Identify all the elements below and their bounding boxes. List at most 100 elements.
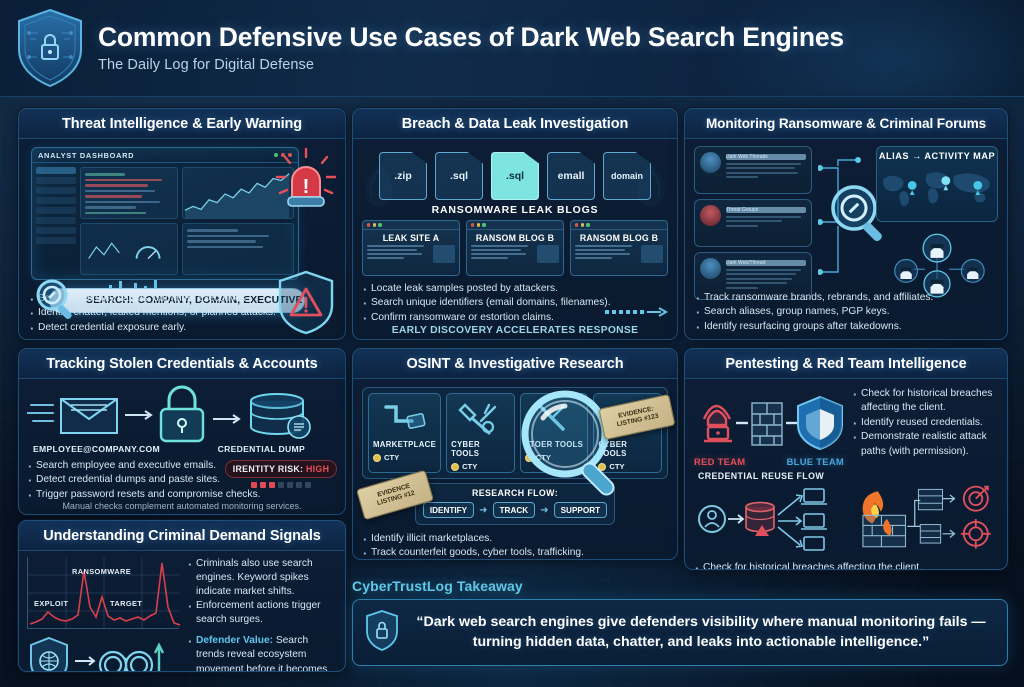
tool-icon — [373, 398, 436, 440]
listing-badge: CTY — [524, 453, 584, 462]
panel-body: RED TEAM BLUE TEAM Check for historical … — [685, 379, 1007, 569]
panel-header: Pentesting & Red Team Intelligence — [685, 349, 1007, 379]
envelope-icon — [60, 398, 118, 434]
risk-level-dots — [225, 482, 337, 488]
panel-body: EXPLOIT RANSOMWARE TARGET — [19, 551, 345, 671]
file-chip[interactable]: domain — [603, 152, 651, 200]
dashboard-detail-table — [181, 223, 294, 275]
panel-body: ANALYST DASHBOARD — [19, 139, 345, 339]
listing-card[interactable]: MARKETPLACE CTY — [368, 393, 442, 473]
panel-body: .zip .sql .sql emall domain RANSOMWARE L… — [353, 139, 677, 339]
credentials-footnote: Manual checks complement automated monit… — [62, 501, 302, 511]
blogs-heading: RANSOMWARE LEAK BLOGS — [431, 204, 599, 216]
warning-shield-icon — [275, 269, 337, 335]
takeaway-quote: “Dark web search engines give defenders … — [416, 614, 986, 650]
panel-osint-research: OSINT & Investigative Research MARKETPLA… — [352, 348, 678, 560]
avatar — [700, 205, 721, 226]
takeaway-box: “Dark web search engines give defenders … — [352, 599, 1008, 666]
dashboard-mini-charts — [80, 223, 178, 275]
law-enforcement-diagram — [27, 635, 179, 671]
blog-name: LEAK SITE A — [382, 233, 440, 243]
flow-title: RESEARCH FLOW: — [471, 488, 559, 498]
panel-criminal-demand-signals: Understanding Criminal Demand Signals EX… — [18, 520, 346, 672]
search-magnifier-icon — [831, 185, 882, 242]
shield-lock-icon — [365, 609, 399, 656]
leak-blog-card[interactable]: RANSOM BLOG B — [570, 220, 668, 276]
listing-badge: CTY — [598, 462, 657, 471]
bullet-item: Track counterfeit goods, cyber tools, tr… — [362, 545, 668, 559]
risk-value: HIGH — [306, 464, 330, 474]
panel-header: Threat Intelligence & Early Warning — [19, 109, 345, 139]
badge-label: CTY — [384, 453, 400, 462]
handcuffs-icon — [98, 650, 154, 671]
bullet-item: Search aliases, group names, PGP keys. — [695, 304, 933, 323]
bullet-item: Identify resurfacing groups after takedo… — [695, 318, 933, 337]
bullet-item: Identify reused credentials. — [852, 415, 998, 434]
police-badge-icon — [30, 636, 68, 671]
panel-threat-intelligence: Threat Intelligence & Early Warning ANAL… — [18, 108, 346, 340]
flow-step-identify[interactable]: IDENTIFY — [422, 502, 475, 518]
pentest-bullets-top: Check for historical breaches affecting … — [852, 385, 998, 467]
badge-label: CTY — [609, 462, 625, 471]
dashboard-trend-chart — [181, 167, 294, 219]
file-chip[interactable]: .zip — [379, 152, 427, 200]
database-icon — [250, 393, 311, 439]
file-chip-highlighted[interactable]: .sql — [491, 152, 539, 200]
avatar — [700, 258, 721, 279]
listing-badge: CTY — [451, 462, 510, 471]
forum-card[interactable]: Threat Groups — [694, 199, 812, 247]
card-title: Threat Groups — [726, 207, 806, 213]
risk-label: IRENTITY RISK: — [232, 464, 304, 474]
tool-icon — [451, 398, 510, 440]
file-label: domain — [610, 171, 643, 181]
search-magnifier-icon — [33, 277, 79, 323]
panel-monitoring-forums: Monitoring Ransomware & Criminal Forums … — [684, 108, 1008, 340]
badge-label: CTY — [535, 453, 551, 462]
osint-bullets: Identify illicit marketplaces. Track cou… — [362, 531, 668, 559]
threat-actor-network — [876, 226, 998, 306]
panel-body: MARKETPLACE CTY CYBER TOOLS CTY — [353, 379, 677, 559]
panel-title: Breach & Data Leak Investigation — [401, 115, 629, 132]
credentials-bullets: Search employee and executive emails. De… — [27, 458, 337, 506]
bullet-item: Demonstrate realistic attack paths (with… — [852, 429, 998, 459]
bullet-item: Detect credential dumps and paste sites. — [27, 472, 337, 491]
flow-step-support[interactable]: SUPPORT — [553, 502, 608, 518]
research-flow-box: RESEARCH FLOW: IDENTIFY ➜ TRACK ➜ SUPPOR… — [415, 483, 615, 525]
forum-card[interactable]: Dark Web Threads — [694, 146, 812, 194]
listing-name: CYBER TOOLS — [451, 440, 480, 458]
demand-chart: EXPLOIT RANSOMWARE TARGET — [27, 557, 181, 671]
blue-team-label: BLUE TEAM — [786, 456, 844, 467]
blue-shield-icon — [797, 395, 843, 451]
threat-intel-bullets: Search company names, domains, executive… — [29, 291, 276, 339]
file-chip[interactable]: .sql — [435, 152, 483, 200]
dashboard-alert-table — [80, 167, 178, 219]
dashboard-label: ANALYST DASHBOARD — [38, 150, 135, 160]
red-hacker-icon — [702, 404, 732, 443]
dashboard-sidebar — [36, 167, 76, 275]
page-title: Common Defensive Use Cases of Dark Web S… — [98, 21, 844, 52]
leak-blog-card[interactable]: LEAK SITE A — [362, 220, 460, 276]
demand-bullets: Criminals also use search engines. Keywo… — [187, 556, 337, 672]
credential-reuse-diagram — [694, 481, 844, 559]
leak-blog-card[interactable]: RANSOM BLOG B — [466, 220, 564, 276]
tor-onion-icon — [629, 161, 673, 213]
chart-label-ransomware: RANSOMWARE — [72, 567, 132, 576]
file-chip[interactable]: emall — [547, 152, 595, 200]
flow-label-target: CREDENTIAL DUMP — [217, 444, 305, 454]
panel-body: EMPLOYEE@COMPANY.COM CREDENTIAL DUMP Sea… — [19, 379, 345, 514]
listing-card[interactable]: CYBER TOOLS CTY — [446, 393, 515, 473]
blog-name: RANSOM BLOG B — [579, 233, 659, 243]
file-label: .sql — [449, 170, 469, 182]
listing-name: TTOER TOOLS — [524, 440, 584, 449]
chart-label-exploit: EXPLOIT — [34, 599, 69, 608]
flow-step-track[interactable]: TRACK — [492, 502, 536, 518]
red-blue-team-diagram: RED TEAM BLUE TEAM — [694, 385, 844, 467]
panel-header: Understanding Criminal Demand Signals — [19, 521, 345, 551]
panel-title: Threat Intelligence & Early Warning — [61, 115, 303, 132]
defender-value-text: Search trends reveal ecosystem movement … — [196, 635, 328, 672]
listing-card[interactable]: TTOER TOOLS CTY — [519, 393, 589, 473]
chart-label-target: TARGET — [110, 599, 143, 608]
panel-header: Breach & Data Leak Investigation — [353, 109, 677, 139]
forum-thread-cards: Dark Web Threads Threat Groups Dark Web/… — [694, 146, 812, 306]
